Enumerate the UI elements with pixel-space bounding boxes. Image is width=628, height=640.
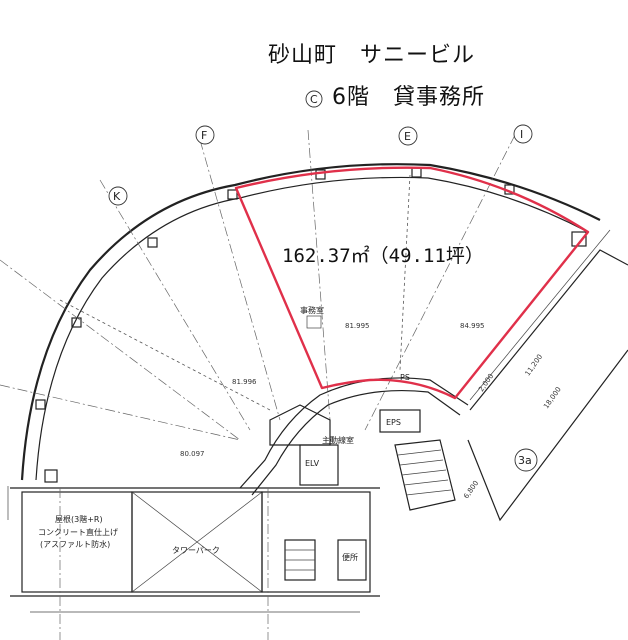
svg-text:主動線室: 主動線室 (322, 435, 354, 445)
core: ELV EPS 主動線室 PS (269, 373, 421, 486)
column-markers (35, 167, 587, 483)
grid-marker-f: F (195, 125, 215, 145)
svg-text:C: C (310, 93, 318, 106)
unit-area-label: 162.37㎡（49.11坪） (282, 244, 484, 267)
svg-text:F: F (201, 129, 207, 142)
office-label: 事務室 (300, 305, 324, 315)
svg-text:11,200: 11,200 (524, 353, 545, 378)
svg-text:6,800: 6,800 (462, 479, 480, 500)
svg-text:I: I (520, 128, 523, 141)
grid-marker-k: K (108, 186, 128, 206)
tower-park-block: タワーパーク (131, 491, 263, 593)
dim-label-3: 81.996 (232, 378, 257, 386)
svg-text:18,000: 18,000 (542, 386, 563, 411)
svg-text:タワーパーク: タワーパーク (172, 546, 220, 555)
svg-text:コンクリート直仕上げ: コンクリート直仕上げ (38, 527, 118, 537)
stairs (394, 439, 456, 511)
building-title: 砂山町 サニービル (268, 43, 475, 68)
svg-text:便所: 便所 (342, 552, 358, 562)
service-block: 便所 (261, 491, 371, 593)
svg-text:PS: PS (400, 373, 410, 382)
inner-wall (239, 377, 469, 496)
dim-label-4: 80.097 (180, 450, 205, 458)
highlighted-unit-outline (234, 166, 590, 400)
grid-marker-e: E (398, 126, 418, 146)
dim-label-2: 84.995 (460, 322, 485, 330)
grid-marker-i: I (513, 124, 533, 144)
svg-text:EPS: EPS (386, 418, 401, 427)
svg-text:K: K (113, 190, 121, 203)
svg-text:屋根(3階+R): 屋根(3階+R) (55, 514, 103, 524)
east-wing: 11,200 18,000 6,800 2,000 (462, 229, 628, 522)
dim-label-1: 81.995 (345, 322, 370, 330)
svg-text:(アスファルト防水): (アスファルト防水) (40, 539, 110, 549)
radial-grid-lines (0, 129, 516, 441)
svg-text:3a: 3a (518, 454, 532, 467)
rooftop-block: 屋根(3階+R) コンクリート直仕上げ (アスファルト防水) (21, 491, 133, 593)
floor-title: 6階 貸事務所 (332, 85, 485, 110)
base-lines (10, 487, 380, 640)
svg-text:ELV: ELV (305, 459, 320, 468)
grid-marker-c: C (305, 90, 323, 108)
outer-wall (7, 163, 601, 520)
grid-marker-3a: 3a (514, 448, 538, 472)
svg-text:E: E (404, 130, 411, 143)
